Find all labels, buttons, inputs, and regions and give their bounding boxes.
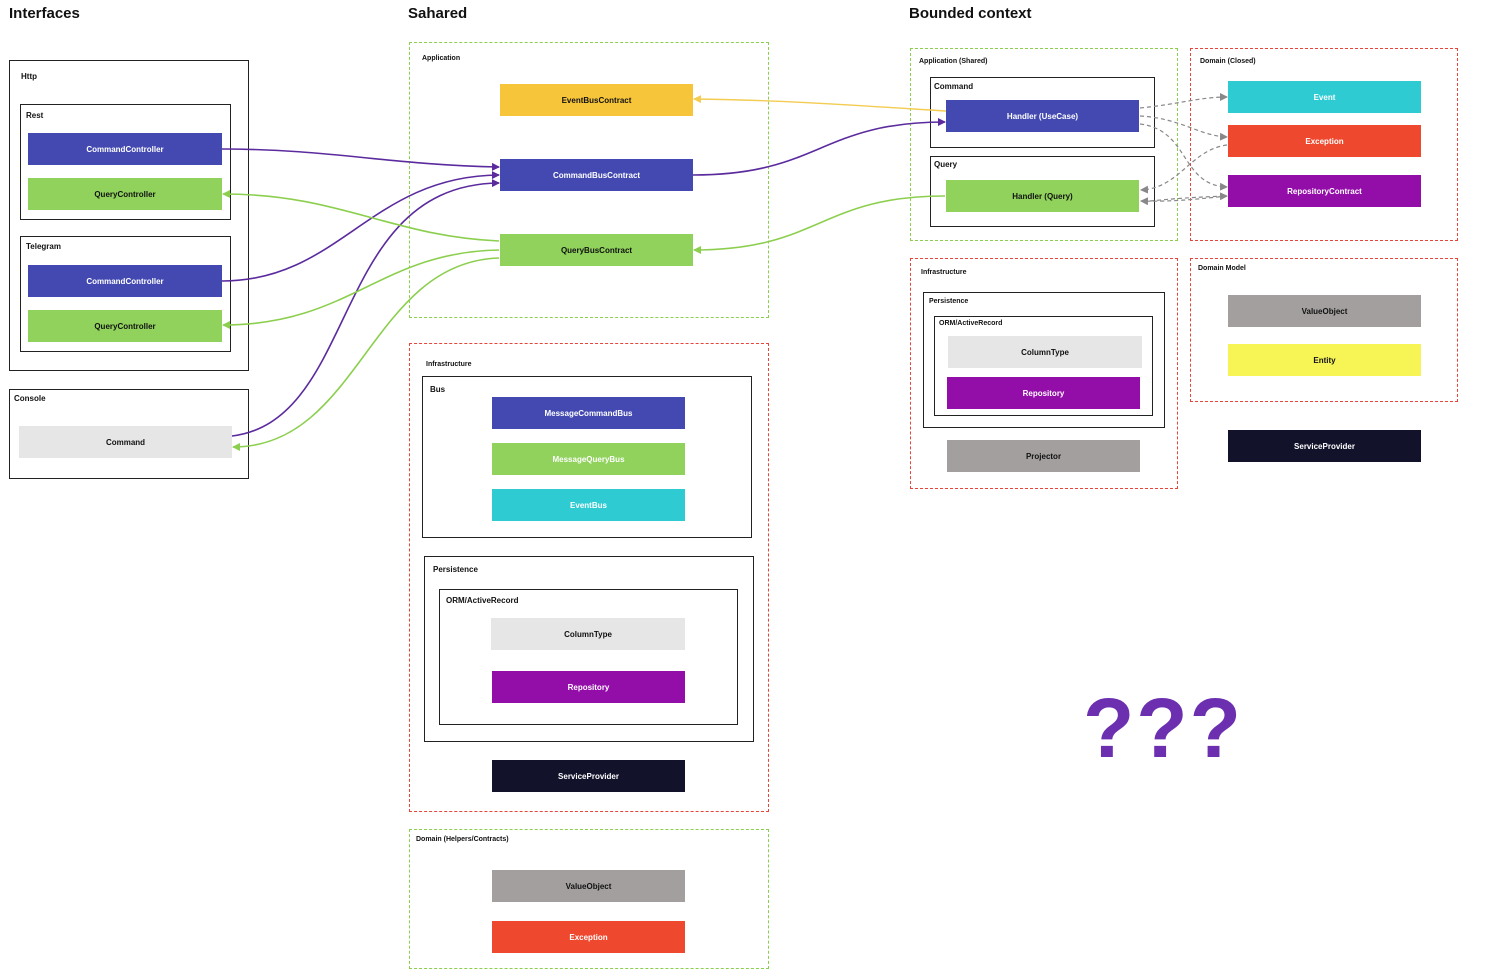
rest-query-controller[interactable]: QueryController [28,178,222,210]
console-label: Console [14,394,46,403]
shared-persistence-label: Persistence [433,565,478,574]
shared-application-label: Application [422,55,461,62]
bc-orm-group [934,316,1153,416]
bc-command-label: Command [934,82,974,91]
shared-infrastructure-label: Infrastructure [426,361,472,368]
shared-heading: Sahared [408,5,468,22]
shared-orm-label: ORM/ActiveRecord [446,596,519,605]
shared-orm-group [439,589,738,725]
bc-infrastructure-layer [910,258,1178,489]
telegram-query-controller[interactable]: QueryController [28,310,222,342]
bounded-context-heading: Bounded context [909,5,1032,22]
domain-closed-label: Domain (Closed) [1200,58,1256,65]
domain-model-label: Domain Model [1198,265,1246,272]
rest-label: Rest [26,111,44,120]
query-bus-contract[interactable]: QueryBusContract [500,234,693,266]
bus-label: Bus [430,385,446,394]
shared-exception[interactable]: Exception [492,921,685,953]
bc-application-label: Application (Shared) [919,58,988,65]
message-query-bus[interactable]: MessageQueryBus [492,443,685,475]
shared-repository[interactable]: Repository [492,671,685,703]
bc-persistence-label: Persistence [929,298,969,305]
domain-event[interactable]: Event [1228,81,1421,113]
command-handler-usecase[interactable]: Handler (UseCase) [946,100,1139,132]
bc-repository[interactable]: Repository [947,377,1140,409]
shared-column-type[interactable]: ColumnType [491,618,685,650]
shared-service-provider[interactable]: ServiceProvider [492,760,685,792]
domain-value-object[interactable]: ValueObject [1228,295,1421,327]
question-marks: ??? [1083,681,1243,775]
message-command-bus[interactable]: MessageCommandBus [492,397,685,429]
bc-query-label: Query [934,160,958,169]
bc-command-group [930,77,1155,148]
bus-group [422,376,752,538]
projector[interactable]: Projector [947,440,1140,472]
telegram-label: Telegram [26,242,61,251]
query-handler[interactable]: Handler (Query) [946,180,1139,212]
bc-service-provider[interactable]: ServiceProvider [1228,430,1421,462]
shared-persistence-group [424,556,754,742]
bc-infrastructure-label: Infrastructure [921,269,967,276]
event-bus-contract[interactable]: EventBusContract [500,84,693,116]
shared-domain-label: Domain (Helpers/Contracts) [416,836,509,843]
shared-value-object[interactable]: ValueObject [492,870,685,902]
console-command[interactable]: Command [19,426,232,458]
command-bus-contract[interactable]: CommandBusContract [500,159,693,191]
interfaces-heading: Interfaces [9,5,80,22]
rest-command-controller[interactable]: CommandController [28,133,222,165]
repository-contract[interactable]: RepositoryContract [1228,175,1421,207]
http-label: Http [21,72,37,81]
entity[interactable]: Entity [1228,344,1421,376]
bc-column-type[interactable]: ColumnType [948,336,1142,368]
event-bus[interactable]: EventBus [492,489,685,521]
shared-infrastructure-layer [409,343,769,812]
bc-persistence-group [923,292,1165,428]
domain-exception[interactable]: Exception [1228,125,1421,157]
domain-model-layer [1190,258,1458,402]
bc-query-group [930,156,1155,227]
telegram-command-controller[interactable]: CommandController [28,265,222,297]
bc-orm-label: ORM/ActiveRecord [939,320,1003,327]
